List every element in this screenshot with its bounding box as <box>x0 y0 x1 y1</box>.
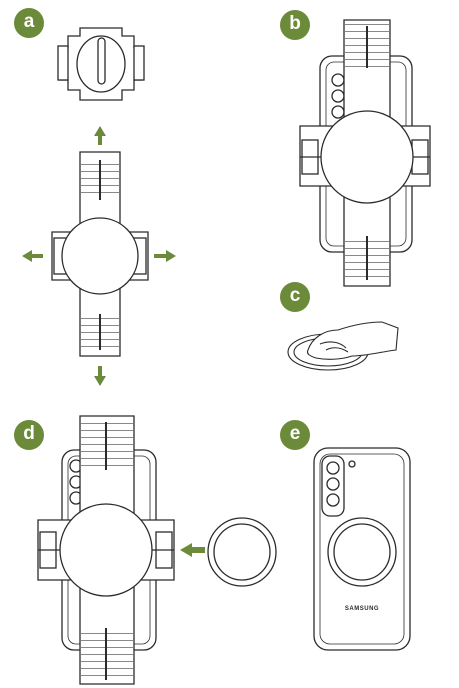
step-badge-a: a <box>14 8 44 38</box>
step-badge-e: e <box>280 420 310 450</box>
step-a-illustration <box>22 27 176 386</box>
step-badge-b: b <box>280 10 310 40</box>
hand-wiping <box>306 321 399 360</box>
step-badge-d: d <box>14 420 44 450</box>
arrow-right-icon <box>154 250 176 262</box>
arrow-left-icon <box>180 543 205 557</box>
phone-brand-text: SAMSUNG <box>345 606 379 612</box>
arrow-left-icon <box>22 250 43 262</box>
folded-template <box>57 27 145 101</box>
arrow-down-icon <box>94 366 106 386</box>
step-badge-c: c <box>280 282 310 312</box>
step-b-illustration <box>299 19 431 287</box>
arrow-up-icon <box>94 126 106 145</box>
attached-ring <box>327 517 397 587</box>
step-c-illustration <box>287 321 399 371</box>
step-d-illustration <box>37 415 277 685</box>
magnetic-ring <box>207 517 277 587</box>
step-e-illustration <box>313 447 411 651</box>
flat-template-a <box>51 151 149 357</box>
